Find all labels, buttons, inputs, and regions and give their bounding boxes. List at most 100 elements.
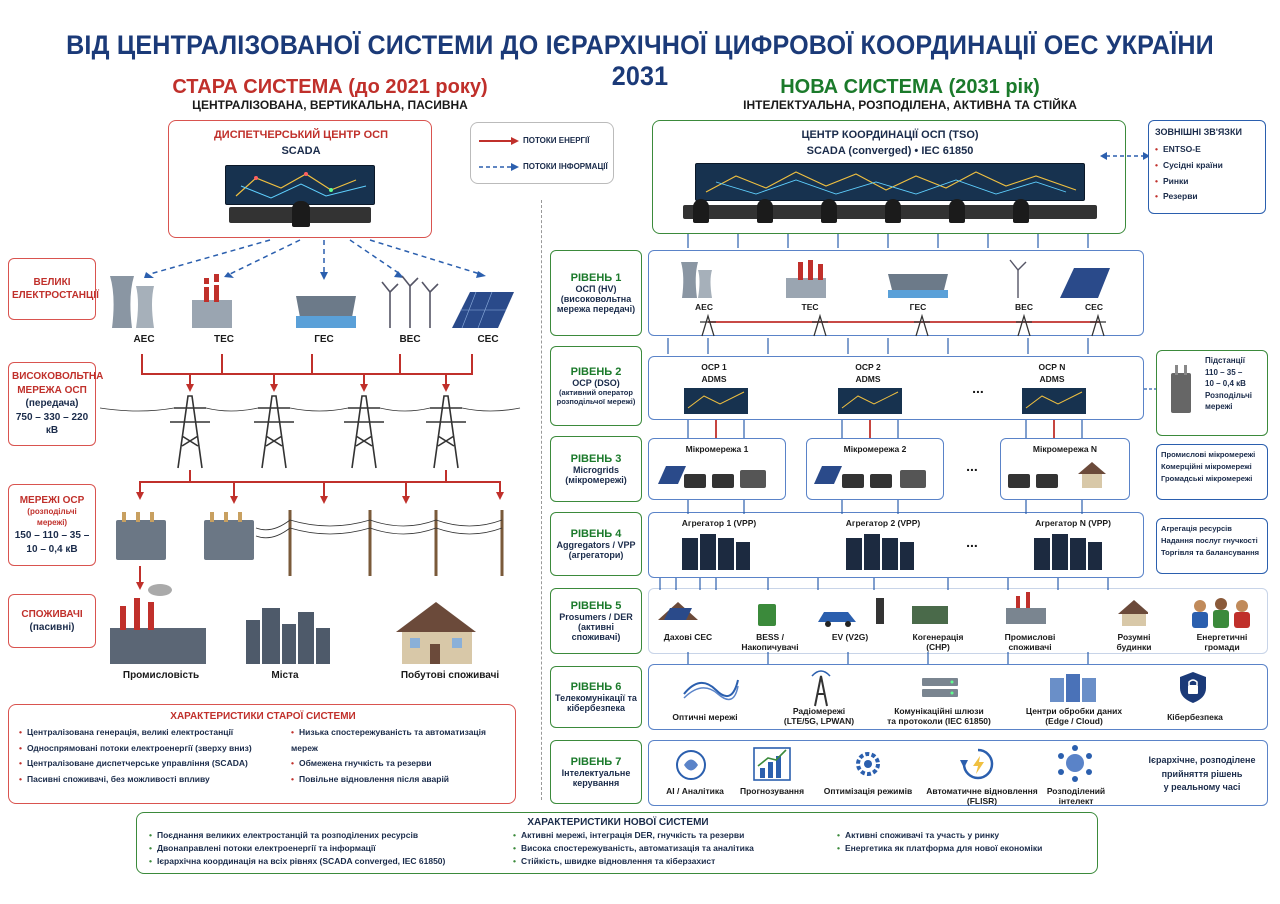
note-line: у реальному часі [1163, 782, 1241, 792]
label-text: ВЕЛИКІ [33, 276, 71, 288]
list-item: Пасивні споживачі, без можливості впливу [19, 772, 252, 788]
old-system-diagram [100, 239, 521, 664]
external-link-arrow-icon [1100, 152, 1150, 160]
grid-map-icon [235, 172, 367, 199]
new-system-subtitle: ІНТЕЛЕКТУАЛЬНА, РОЗПОДІЛЕНА, АКТИВНА ТА … [743, 98, 1077, 112]
prosumer-label: Розумні [1117, 632, 1151, 642]
level-text: Інтелектуальне [561, 768, 631, 778]
poles [288, 510, 504, 576]
list-item: Активні споживачі та участь у ринку [837, 829, 1042, 842]
list-item: Обмежена гнучкість та резерви [291, 756, 515, 772]
microgrid-icons [658, 462, 1106, 488]
level-text: (агрегатори) [568, 550, 624, 560]
city-icon [246, 608, 330, 664]
label-text: 10 – 0,4 кВ [26, 543, 78, 555]
ev-icon [818, 612, 856, 622]
ai-brain-icon [676, 750, 706, 780]
old-char-right-list: Низька спостережуваність та автоматизаці… [291, 725, 515, 788]
ellipsis: ... [966, 458, 978, 474]
control-label: Автоматичне відновлення [926, 786, 1038, 796]
divider [541, 200, 542, 800]
telecom-label: Радіомережі [792, 706, 846, 716]
dso-operator-name: ОСР N [1038, 362, 1066, 372]
label-text: МЕРЕЖІ ОСР [19, 494, 85, 506]
l1-towers [700, 313, 1106, 337]
decision-note: Ієрархічне, розподілене прийняття рішень… [1140, 754, 1264, 795]
l1-plants [681, 259, 1110, 298]
level-heading: РІВЕНЬ 4 [570, 528, 622, 540]
old-plant-label: ГЕС [314, 334, 334, 345]
level-text: ОСП (HV) [575, 284, 617, 294]
level-text: кібербезпека [566, 703, 626, 713]
label-text: 750 – 330 – 220 кВ [15, 411, 89, 437]
control-label: Прогнозування [739, 786, 805, 796]
level-text: (високовольтна [560, 294, 632, 304]
label-consumers: СПОЖИВАЧІ(пасивні) [8, 594, 96, 648]
house-icon [1078, 462, 1106, 474]
new-char-col1: Поєднання великих електростанцій та розп… [149, 829, 445, 869]
label-text: (передача) [25, 398, 79, 410]
info-arrow-icon [479, 163, 519, 171]
level-heading: РІВЕНЬ 3 [570, 453, 622, 465]
new-system-diagram [658, 234, 1148, 664]
shield-icon [1180, 672, 1206, 703]
side-text: 10 – 0,4 кВ [1205, 379, 1246, 389]
aggregator-name: Агрегатор 2 (VPP) [845, 518, 921, 528]
aggregator-name: Агрегатор N (VPP) [1035, 518, 1111, 528]
legend-info-label: ПОТОКИ ІНФОРМАЦІЇ [523, 162, 608, 171]
telecom-label: Кібербезпека [1167, 712, 1223, 722]
old-characteristics: ХАРАКТЕРИСТИКИ СТАРОЇ СИСТЕМИ Централізо… [8, 704, 516, 804]
distributed-intelligence-icon [1058, 745, 1092, 782]
side-text: Торгівля та балансування [1161, 548, 1260, 558]
side-text: Розподільчі [1205, 390, 1252, 400]
list-item: Енергетика як платформа для нової економ… [837, 842, 1042, 855]
prosumer-label: Промислові [1004, 632, 1056, 642]
level-7-row [648, 740, 1268, 806]
substation-icon [1171, 365, 1191, 413]
new-system-title: НОВА СИСТЕМА (2031 рік) [780, 76, 1040, 98]
legend: ПОТОКИ ЕНЕРГІЇ ПОТОКИ ІНФОРМАЦІЇ [470, 122, 614, 184]
old-plants-group [110, 274, 514, 329]
old-plant-label: ВЕС [399, 334, 421, 345]
tso-sub: SCADA (converged) • IEC 61850 [806, 145, 974, 157]
list-item: Сусідні країни [1155, 158, 1259, 174]
prosumer-label: EV (V2G) [831, 632, 869, 642]
level-5-icons [658, 592, 1148, 627]
nuclear-icon [681, 262, 698, 298]
dso-operator-name: ОСР 2 [855, 362, 881, 372]
list-item: Низька спостережуваність та автоматизаці… [291, 725, 515, 756]
level-text: Aggregators / VPP [556, 540, 636, 550]
microgrid-name: Мікромережа 2 [843, 444, 907, 454]
list-item: Ієрархічна координація на всіх рівнях (S… [149, 855, 445, 868]
level-text: (мікромережі) [565, 475, 627, 485]
list-item: Стійкість, швидке відновлення та кіберза… [513, 855, 754, 868]
datacenter-icon [1050, 674, 1096, 702]
label-text: ЕЛЕКТРОСТАНЦІЇ [12, 290, 99, 301]
side-text: Громадські мікромережі [1161, 474, 1253, 484]
radio-tower-icon [811, 670, 831, 707]
community-icon [1192, 598, 1250, 628]
label-dso-grid: МЕРЕЖІ ОСР(розподільчі мережі)150 – 110 … [8, 484, 96, 566]
substations-side-box: Підстанції 110 – 35 – 10 – 0,4 кВ Розпод… [1156, 350, 1268, 436]
old-dispatch-center: ДИСПЕТЧЕРСЬКИЙ ЦЕНТР ОСП SCADA [168, 120, 432, 238]
old-plant-label: АЕС [133, 334, 155, 345]
label-big-plants: ВЕЛИКІ ЕЛЕКТРОСТАНЦІЇ [8, 258, 99, 320]
new-char-col2: Активні мережі, інтеграція DER, гнучкіст… [513, 829, 754, 869]
battery-icon [758, 604, 776, 626]
list-item: Резерви [1155, 189, 1259, 205]
solar-icon [658, 466, 686, 484]
vpp-server-icons [682, 534, 1102, 570]
hv-towers [100, 395, 521, 469]
dso-operator-system: ADMS [1039, 374, 1065, 384]
level-heading: РІВЕНЬ 2 [570, 366, 622, 378]
new-char-col3: Активні споживачі та участь у ринку Енер… [837, 829, 1042, 855]
fiber-optic-icon [683, 679, 739, 701]
transformers [116, 512, 254, 560]
new-char-title: ХАРАКТЕРИСТИКИ НОВОЇ СИСТЕМИ [527, 817, 709, 828]
energy-arrow-icon [479, 137, 519, 145]
